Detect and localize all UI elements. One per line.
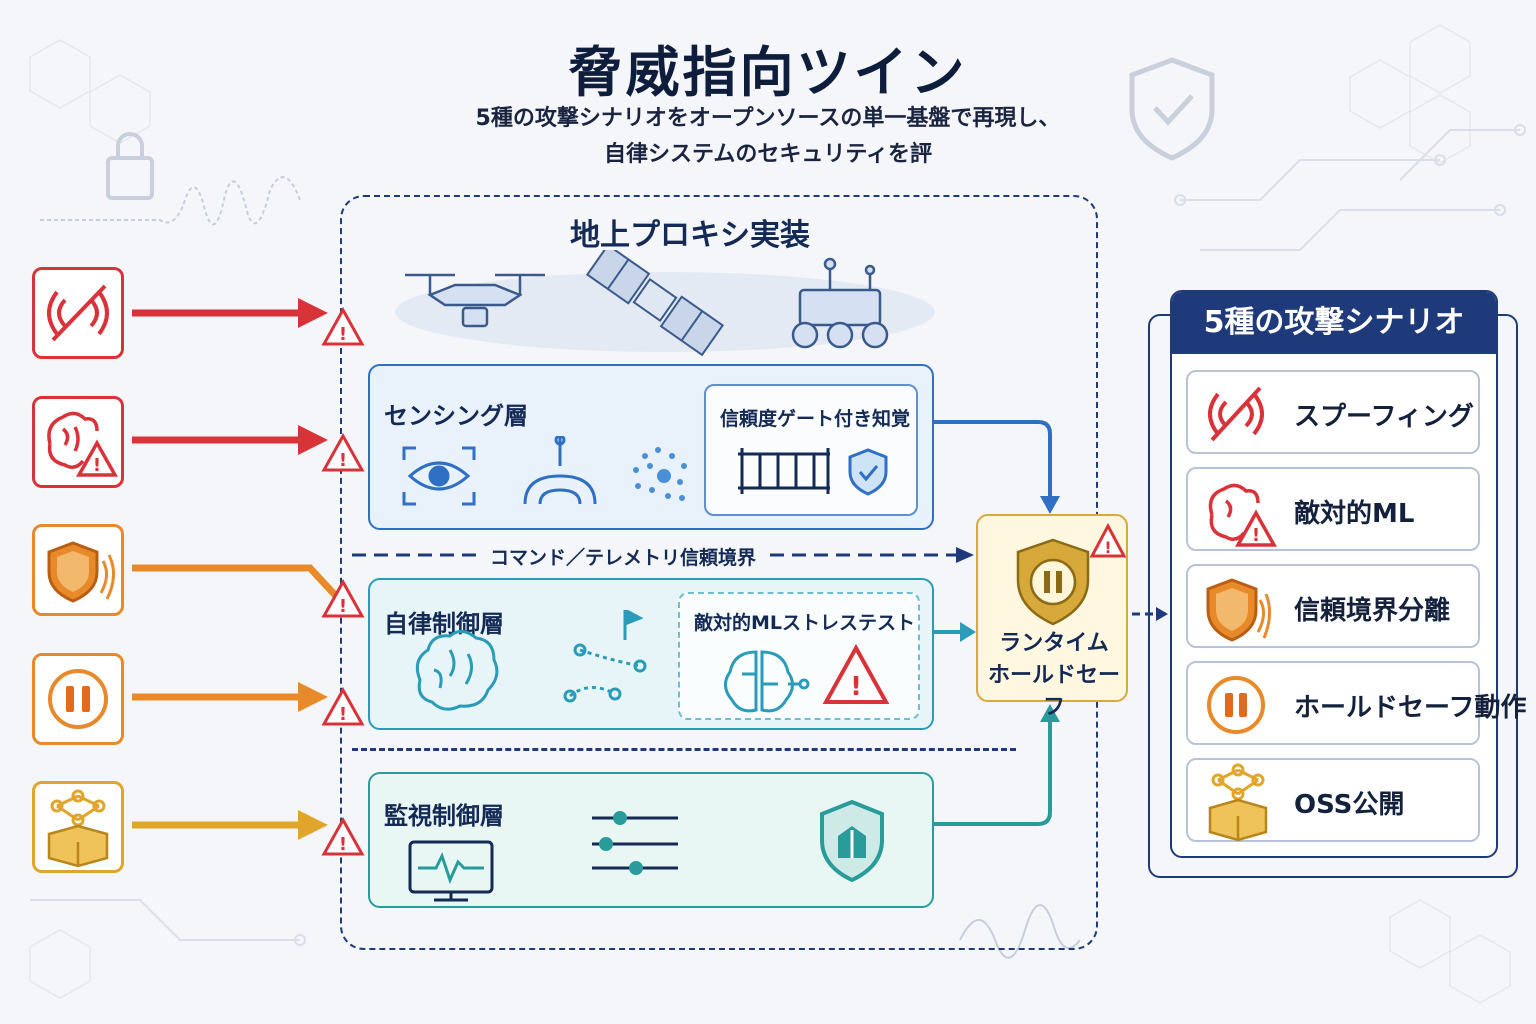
shield-check-icon xyxy=(1129,57,1215,161)
rover-icon xyxy=(791,257,889,349)
svg-text:!: ! xyxy=(339,596,347,617)
adversarial-stress-box: 敵対的MLストレステスト ! xyxy=(678,592,920,720)
sensing-layer: センシング層 信頼度ゲート付き知覚 xyxy=(368,364,934,530)
scenario-card-spoofing: スプーフィング xyxy=(1186,370,1480,454)
panel-title: 5種の攻撃シナリオ xyxy=(1172,292,1496,354)
hold-label-line-2: ホールドセーフ xyxy=(987,663,1120,720)
adversarial-stress-title: 敵対的MLストレステスト xyxy=(694,612,916,634)
supervisory-layer: 監視制御層 xyxy=(368,772,934,908)
gate-icon xyxy=(738,448,830,494)
shield-icon xyxy=(47,541,115,603)
confidence-gate-box: 信頼度ゲート付き知覚 xyxy=(704,384,918,516)
trust-boundary-label: コマンド／テレメトリ信頼境界 xyxy=(482,543,765,570)
attack-icon-trust-boundary xyxy=(32,524,124,616)
circuit-brain-icon xyxy=(724,650,810,713)
svg-text:!: ! xyxy=(339,834,347,855)
svg-text:!: ! xyxy=(93,455,101,476)
scenario-card-oss: OSS公開 xyxy=(1186,758,1480,842)
svg-text:!: ! xyxy=(1104,538,1111,557)
runtime-hold-safe: ! ランタイム ホールドセーフ xyxy=(976,514,1128,720)
trust-boundary-line xyxy=(352,547,974,563)
sensing-layer-title: センシング層 xyxy=(384,402,528,430)
attack-icon-spoofing xyxy=(32,267,124,359)
autonomy-layer-title: 自律制御層 xyxy=(384,610,504,638)
scenario-card-hold-safe: ホールドセーフ動作 xyxy=(1186,661,1526,745)
subtitle-line-1: 5種の攻撃シナリオをオープンソースの単一基盤で再現し、 xyxy=(475,106,1061,131)
attack-icon-hold-safe xyxy=(32,653,124,745)
subtitle-line-2: 自律システムのセキュリティを評 xyxy=(603,142,933,167)
lock-icon xyxy=(106,132,154,200)
autonomy-layer: 自律制御層 敵対的MLストレステスト ! xyxy=(368,578,934,730)
frame-label: 地上プロキシ実装 xyxy=(570,218,810,253)
svg-text:!: ! xyxy=(339,450,347,471)
svg-text:!: ! xyxy=(1252,525,1260,546)
attack-icon-adversarial-ml: ! xyxy=(32,396,124,488)
svg-text:!: ! xyxy=(339,704,347,725)
eye-icon xyxy=(402,446,476,506)
pause-icon xyxy=(1207,676,1265,734)
scenario-label-spoofing: スプーフィング xyxy=(1294,402,1474,432)
supervisory-layer-title: 監視制御層 xyxy=(384,802,504,830)
signal-icon xyxy=(523,436,597,505)
hold-label-line-1: ランタイム xyxy=(999,631,1109,656)
scenario-label-trust-boundary: 信頼境界分離 xyxy=(1294,596,1451,626)
spoofing-icon xyxy=(47,284,109,342)
scenario-label-oss: OSS公開 xyxy=(1294,790,1405,820)
monitor-icon xyxy=(408,840,494,902)
svg-text:!: ! xyxy=(339,324,347,345)
brain-warning-icon: ! xyxy=(1208,483,1277,547)
pause-icon xyxy=(48,669,108,729)
point-cloud-icon xyxy=(633,447,687,501)
shield-icon xyxy=(820,799,884,883)
gate-shield-icons xyxy=(738,448,888,496)
connectors xyxy=(934,420,1168,826)
attack-arrows: !! !!! xyxy=(132,298,365,856)
scenario-label-adversarial-ml: 敵対的ML xyxy=(1294,499,1415,529)
layer-separator xyxy=(352,748,1016,751)
drone-icon xyxy=(405,273,545,328)
shield-icon xyxy=(1206,578,1271,642)
warning-icons xyxy=(321,306,365,856)
sensing-icons xyxy=(402,436,687,506)
brain-warning-icon: ! xyxy=(47,411,118,477)
arrow-trust-boundary xyxy=(132,564,338,598)
scenario-card-adversarial-ml: ! 敵対的ML xyxy=(1186,467,1480,551)
open-box-icon xyxy=(47,789,109,868)
attack-icon-oss xyxy=(32,781,124,873)
scenario-card-trust-boundary: 信頼境界分離 xyxy=(1186,564,1480,648)
spoofing-icon xyxy=(1208,386,1264,442)
confidence-gate-title: 信頼度ゲート付き知覚 xyxy=(720,408,911,430)
stress-icons: ! xyxy=(724,644,890,713)
warning-icon: ! xyxy=(822,644,890,704)
vehicles-illustration xyxy=(395,250,935,357)
supervisory-icons xyxy=(408,799,884,902)
pause-shield-icon xyxy=(1016,538,1090,626)
warning-icon: ! xyxy=(1089,522,1127,558)
scenario-label-hold-safe: ホールドセーフ動作 xyxy=(1294,693,1527,723)
brain-icon xyxy=(415,630,499,711)
svg-text:!: ! xyxy=(850,672,862,702)
satellite-icon xyxy=(585,250,725,357)
page-title: 脅威指向ツイン xyxy=(568,41,968,104)
route-icon xyxy=(563,610,647,703)
shield-check-small-icon xyxy=(848,448,888,496)
open-box-icon xyxy=(1208,763,1268,842)
autonomy-icons xyxy=(415,610,647,711)
